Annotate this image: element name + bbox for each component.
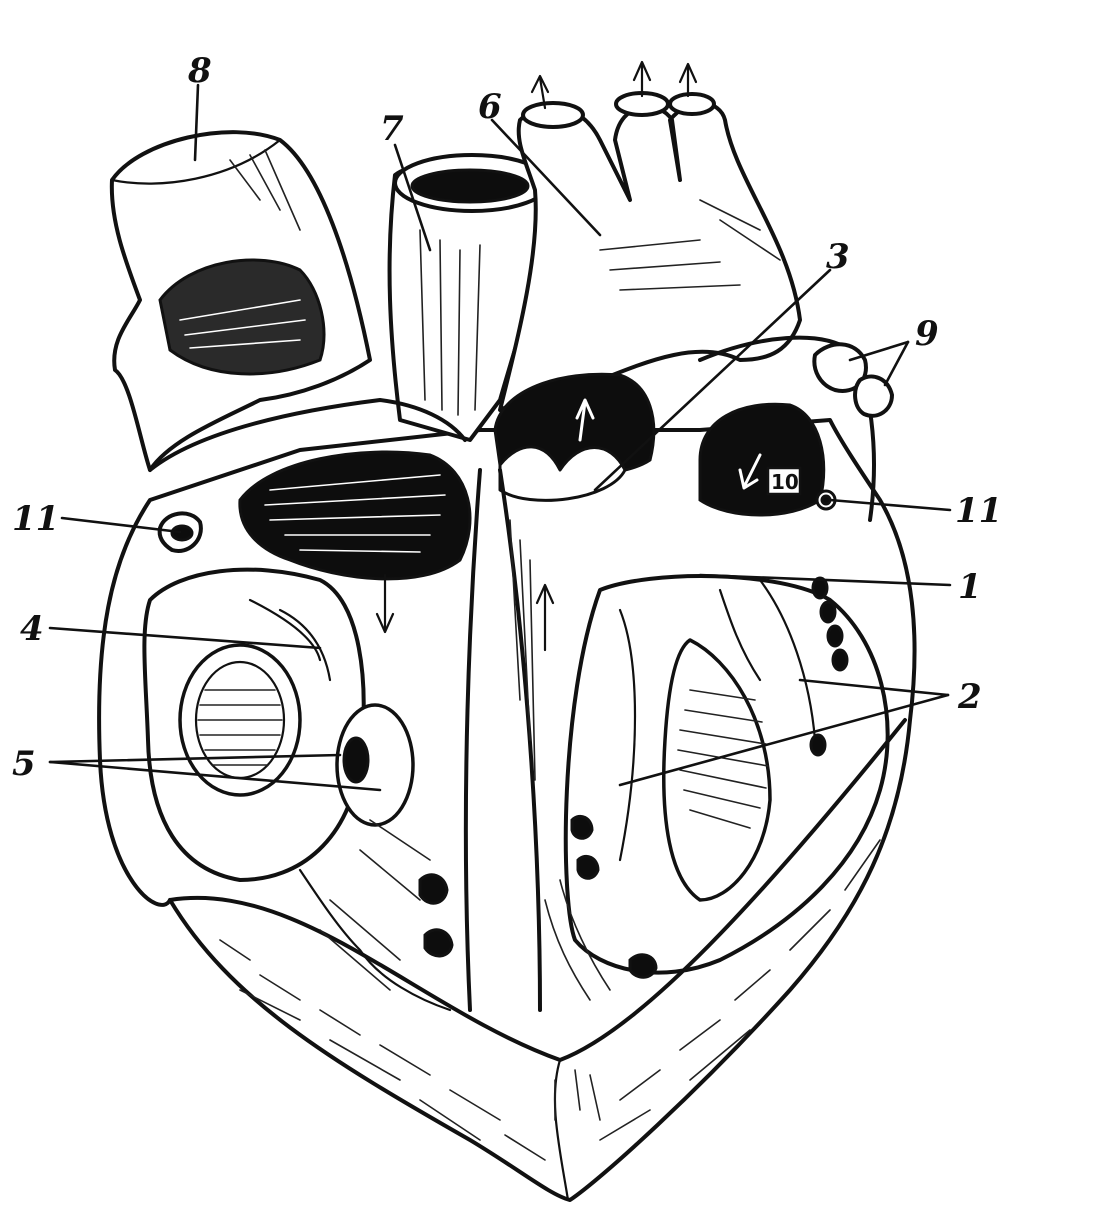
label-11-right: 11 bbox=[955, 491, 1002, 531]
label-3: 3 bbox=[826, 237, 850, 277]
label-5: 5 bbox=[12, 744, 36, 784]
leader-lines bbox=[48, 83, 952, 792]
label-8: 8 bbox=[187, 51, 212, 91]
number-labels: 8 7 6 3 9 11 11 1 4 2 5 10 bbox=[12, 51, 1002, 784]
left-ventricle bbox=[544, 574, 890, 1001]
interventricular-septum bbox=[463, 468, 555, 1012]
aorta-arch bbox=[498, 60, 802, 412]
label-6: 6 bbox=[478, 87, 502, 127]
label-10: 10 bbox=[771, 470, 799, 494]
pulmonary-veins bbox=[812, 342, 894, 418]
label-7: 7 bbox=[380, 109, 404, 149]
right-atrium bbox=[148, 398, 472, 634]
label-10-box bbox=[766, 466, 802, 496]
label-4: 4 bbox=[20, 609, 44, 649]
label-1: 1 bbox=[958, 567, 982, 607]
aortic-valve bbox=[493, 372, 656, 502]
superior-vena-cava bbox=[109, 130, 372, 472]
label-2: 2 bbox=[957, 677, 982, 717]
label-11-left: 11 bbox=[12, 499, 59, 539]
label-9: 9 bbox=[915, 314, 939, 354]
heart-outline bbox=[97, 418, 917, 1202]
